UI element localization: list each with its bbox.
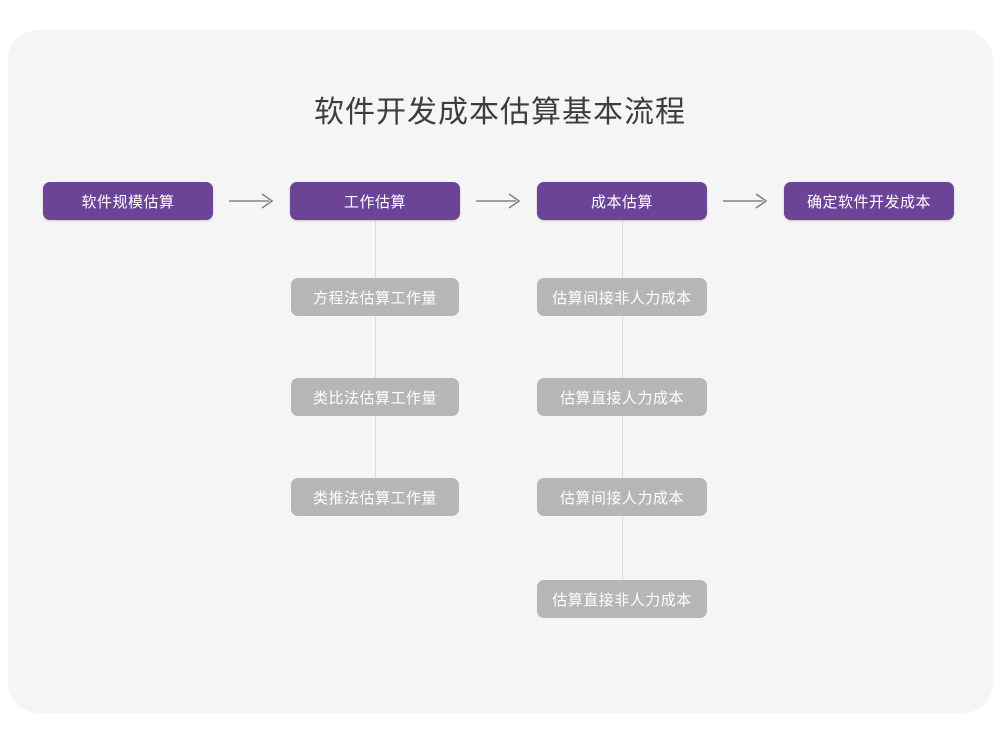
branch-node-analogy-method-effort[interactable]: 类比法估算工作量 [291,378,459,416]
branch-node-label: 方程法估算工作量 [312,289,437,307]
branch-node-label: 估算间接人力成本 [559,489,684,507]
branch-node-label: 估算间接非人力成本 [552,289,692,307]
branch-node-label: 估算直接非人力成本 [552,591,692,609]
branch-node-indirect-labor-cost[interactable]: 估算间接人力成本 [537,478,707,516]
arrow-right-icon-3 [723,191,769,211]
branch-node-indirect-nonlabor-cost[interactable]: 估算间接非人力成本 [537,278,707,316]
connector-line-branch-1 [375,213,376,513]
branch-node-equation-method-effort[interactable]: 方程法估算工作量 [291,278,459,316]
branch-node-label: 类比法估算工作量 [312,389,437,407]
diagram-card-background [8,30,993,713]
flow-step-determine-development-cost[interactable]: 确定软件开发成本 [784,182,954,220]
branch-node-direct-labor-cost[interactable]: 估算直接人力成本 [537,378,707,416]
flow-step-label: 成本估算 [590,193,653,211]
flow-step-software-scale-estimation[interactable]: 软件规模估算 [43,182,213,220]
flow-step-label: 工作估算 [343,193,406,211]
arrow-right-icon-1 [229,191,275,211]
flow-step-cost-estimation[interactable]: 成本估算 [537,182,707,220]
branch-node-inference-method-effort[interactable]: 类推法估算工作量 [291,478,459,516]
flow-step-work-estimation[interactable]: 工作估算 [290,182,460,220]
flow-step-label: 软件规模估算 [81,193,175,211]
branch-node-label: 估算直接人力成本 [559,389,684,407]
branch-node-direct-nonlabor-cost[interactable]: 估算直接非人力成本 [537,580,707,618]
flow-step-label: 确定软件开发成本 [806,193,931,211]
page-title: 软件开发成本估算基本流程 [314,96,686,129]
branch-node-label: 类推法估算工作量 [312,489,437,507]
arrow-right-icon-2 [476,191,522,211]
